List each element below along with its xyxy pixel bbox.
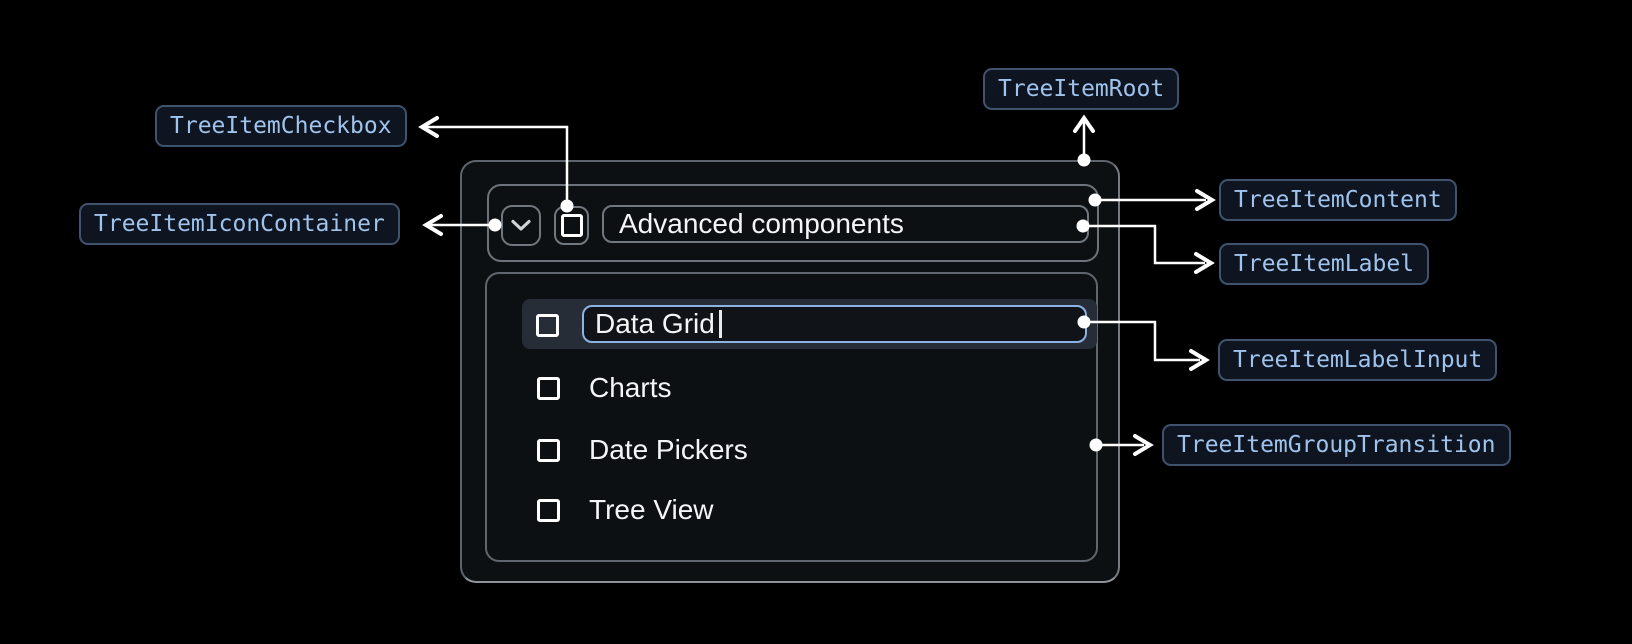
arrow-left-icon — [418, 116, 439, 138]
arrow-up-icon — [1073, 114, 1095, 133]
callout-tree-item-group-transition: TreeItemGroupTransition — [1162, 424, 1511, 466]
checkbox-unchecked-icon[interactable] — [537, 498, 560, 522]
tree-row-charts[interactable]: Charts — [537, 372, 672, 403]
checkbox-unchecked-icon[interactable] — [536, 314, 559, 337]
chevron-down-icon — [510, 219, 532, 232]
callout-tree-item-root: TreeItemRoot — [983, 68, 1180, 110]
arrow-right-icon — [1133, 434, 1154, 456]
row-label: Tree View — [589, 494, 714, 525]
arrow-right-icon — [1194, 252, 1215, 274]
callout-text: TreeItemContent — [1234, 186, 1442, 213]
callout-text: TreeItemRoot — [998, 75, 1165, 102]
callout-tree-item-content: TreeItemContent — [1219, 179, 1457, 221]
callout-text: TreeItemCheckbox — [170, 112, 392, 139]
callout-text: TreeItemGroupTransition — [1177, 431, 1496, 458]
tree-item-group: Data Grid Charts Date Pickers Tree View — [485, 272, 1098, 562]
checkbox-unchecked-icon[interactable] — [537, 376, 560, 400]
tree-row-date-pickers[interactable]: Date Pickers — [537, 434, 748, 465]
row-label: Charts — [589, 372, 672, 403]
tree-item-content[interactable]: Advanced components — [487, 184, 1099, 262]
checkbox-unchecked-icon[interactable] — [537, 438, 560, 462]
checkbox-unchecked-icon — [560, 214, 583, 237]
tree-row-editing[interactable]: Data Grid — [522, 299, 1097, 349]
tree-item-label[interactable]: Advanced components — [602, 205, 1089, 243]
arrow-right-icon — [1189, 349, 1210, 371]
label-edit-input[interactable]: Data Grid — [582, 305, 1087, 343]
tree-row-tree-view[interactable]: Tree View — [537, 494, 714, 525]
tree-item-root: Advanced components Data Grid Charts Dat… — [460, 160, 1120, 583]
arrow-left-icon — [422, 214, 443, 236]
expand-collapse-button[interactable] — [501, 205, 541, 246]
callout-tree-item-icon-container: TreeItemIconContainer — [79, 203, 400, 245]
callout-tree-item-checkbox: TreeItemCheckbox — [155, 105, 407, 147]
parent-checkbox[interactable] — [554, 206, 589, 245]
callout-tree-item-label: TreeItemLabel — [1219, 243, 1430, 285]
callout-tree-item-label-input: TreeItemLabelInput — [1218, 339, 1498, 381]
callout-text: TreeItemLabelInput — [1233, 346, 1483, 373]
row-label: Date Pickers — [589, 434, 748, 465]
parent-label-text: Advanced components — [619, 208, 904, 239]
input-value-text: Data Grid — [595, 308, 715, 339]
callout-text: TreeItemLabel — [1234, 250, 1415, 277]
arrow-right-icon — [1195, 189, 1216, 211]
callout-text: TreeItemIconContainer — [94, 210, 385, 237]
text-caret — [718, 310, 722, 338]
